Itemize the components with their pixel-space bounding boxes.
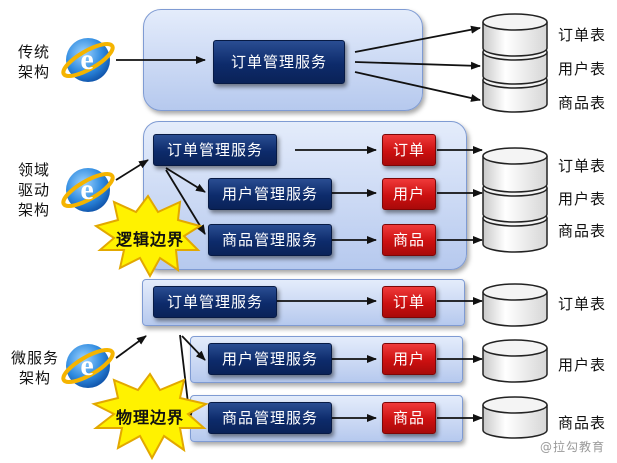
table-label-product-micro: 商品表: [558, 414, 607, 432]
arrows-traditional: [116, 25, 481, 102]
database-icon-ddd: [482, 147, 548, 253]
service-box-product-ddd: 商品管理服务: [208, 224, 332, 256]
section-label-micro: 微服务 架构: [10, 349, 59, 387]
logical-boundary-label: 逻辑边界: [115, 230, 184, 249]
entity-box-order-ddd: 订单: [382, 134, 436, 166]
svg-text:e: e: [80, 43, 93, 76]
service-box-product-micro: 商品管理服务: [208, 402, 332, 434]
table-label-order-ddd: 订单表: [558, 157, 607, 175]
table-label-user-micro: 用户表: [558, 356, 607, 374]
service-box-order-ddd: 订单管理服务: [153, 134, 277, 166]
internet-explorer-icon: e: [61, 344, 115, 388]
entity-box-product-micro: 商品: [382, 402, 436, 434]
database-icon-micro-product: [482, 396, 548, 439]
service-box-order-traditional: 订单管理服务: [213, 40, 345, 84]
database-icon-traditional: [482, 13, 548, 113]
section-label-traditional: 传统 架构: [17, 43, 50, 81]
arrows-ddd: [115, 146, 483, 244]
internet-explorer-icon: e: [61, 168, 115, 212]
database-icon-micro-order: [482, 283, 548, 327]
entity-box-product-ddd: 商品: [382, 224, 436, 256]
service-box-user-ddd: 用户管理服务: [208, 178, 332, 210]
svg-text:e: e: [80, 173, 93, 206]
table-label-product-traditional: 商品表: [558, 94, 607, 112]
watermark-text: @拉勾教育: [539, 440, 605, 454]
svg-text:e: e: [80, 349, 93, 382]
entity-box-user-micro: 用户: [382, 343, 436, 375]
entity-box-order-micro: 订单: [382, 286, 436, 318]
physical-boundary-burst-shape: [91, 372, 209, 461]
service-box-order-micro: 订单管理服务: [153, 286, 277, 318]
table-label-user-ddd: 用户表: [558, 190, 607, 208]
service-box-user-micro: 用户管理服务: [208, 343, 332, 375]
section-label-ddd: 领域 驱动 架构: [17, 161, 50, 219]
logical-boundary-burst-shape: [93, 194, 203, 279]
table-label-order-traditional: 订单表: [558, 26, 607, 44]
table-label-user-traditional: 用户表: [558, 60, 607, 78]
physical-boundary-label: 物理边界: [115, 408, 184, 427]
entity-box-user-ddd: 用户: [382, 178, 436, 210]
table-label-order-micro: 订单表: [558, 295, 607, 313]
database-icon-micro-user: [482, 339, 548, 383]
internet-explorer-icon: e: [61, 38, 115, 82]
table-label-product-ddd: 商品表: [558, 222, 607, 240]
